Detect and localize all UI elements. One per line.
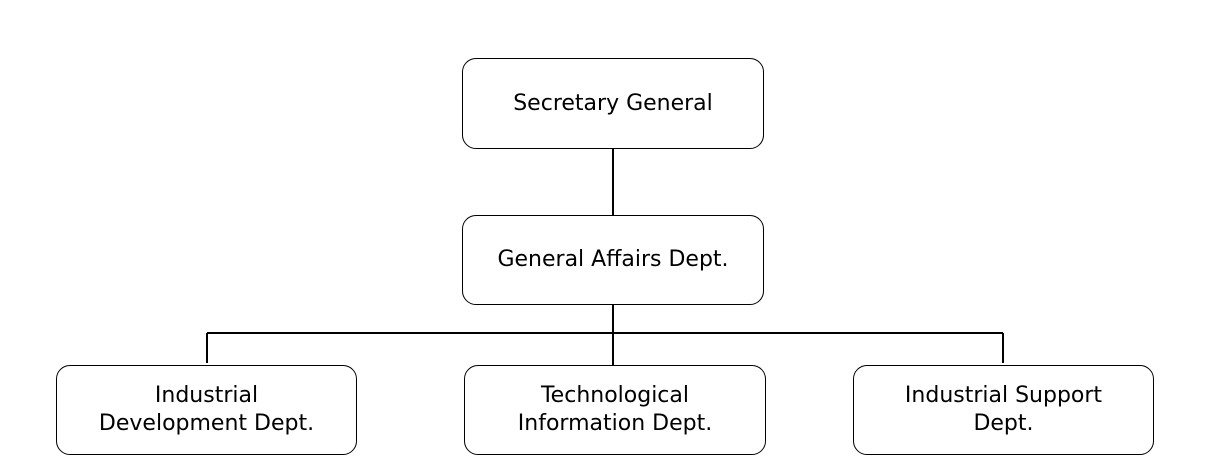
industrial-support-dept-label-line-2: Dept.: [973, 411, 1034, 436]
secretary-general-box: Secretary General: [462, 58, 764, 149]
technological-information-dept-box: Technological Information Dept.: [464, 365, 766, 455]
industrial-support-dept-box: Industrial Support Dept.: [853, 365, 1154, 455]
industrial-development-dept-box: Industrial Development Dept.: [56, 365, 357, 455]
secretary-general-label: Secretary General: [513, 90, 713, 116]
general-affairs-dept-box: General Affairs Dept.: [462, 215, 764, 305]
technological-information-dept-label-line-2: Information Dept.: [517, 411, 713, 436]
general-affairs-dept-label: General Affairs Dept.: [497, 247, 729, 272]
industrial-development-dept-label-line-2: Development Dept.: [98, 411, 315, 436]
industrial-development-dept-label-line-1: Industrial: [154, 383, 259, 408]
technological-information-dept-label-line-1: Technological: [540, 383, 690, 408]
industrial-support-dept-label-line-1: Industrial Support: [904, 383, 1103, 408]
